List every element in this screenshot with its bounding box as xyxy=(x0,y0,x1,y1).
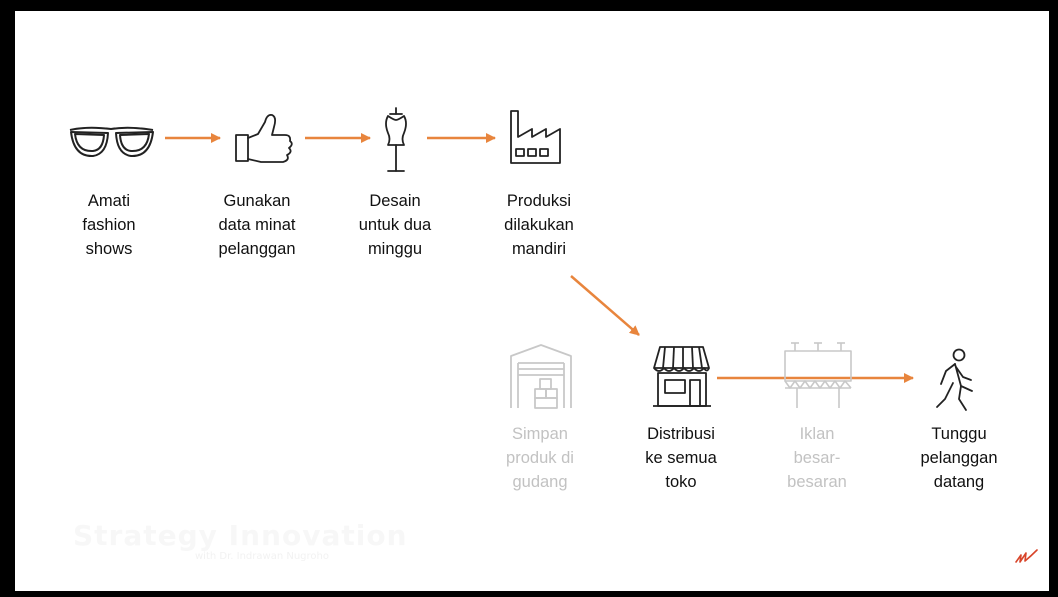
dress-form-icon xyxy=(385,107,407,172)
flow-arrows xyxy=(165,133,914,383)
store-icon xyxy=(653,346,711,407)
walking-person-icon xyxy=(936,348,973,411)
diagram-canvas xyxy=(69,107,973,411)
factory-icon xyxy=(510,110,561,164)
glasses-icon xyxy=(69,126,154,158)
watermark-title: Strategy Innovation xyxy=(73,519,408,552)
warehouse-icon xyxy=(510,344,572,409)
corner-logo-icon xyxy=(1015,549,1038,563)
watermark-subtitle: with Dr. Indrawan Nugroho xyxy=(195,551,329,562)
billboard-icon xyxy=(784,342,852,408)
thumbs-up-icon xyxy=(235,113,293,163)
